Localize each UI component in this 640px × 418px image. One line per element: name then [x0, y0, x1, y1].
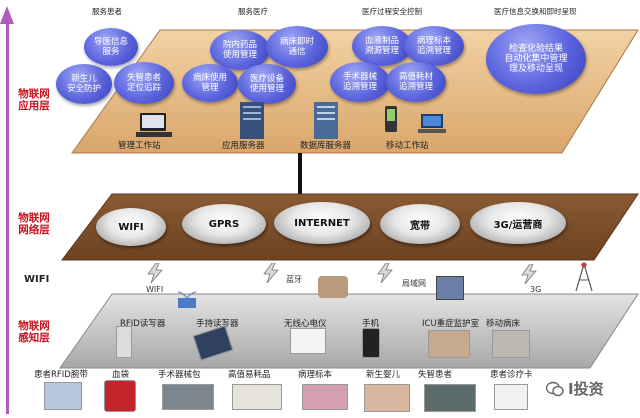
layer-label-line: 物联网	[18, 320, 50, 332]
layer-label-line: 物联网	[18, 212, 50, 224]
label-ecg: 无线心电仪	[284, 319, 327, 329]
rfid-reader-icon	[116, 326, 132, 358]
bubble-dementia-tracking: 失智患者 定位追踪	[114, 62, 174, 104]
blood-bag-photo	[104, 380, 136, 412]
watermark: I投资	[546, 378, 604, 399]
patient-card-photo	[494, 384, 528, 410]
layer-label-line: 网络层	[18, 224, 50, 236]
newborn-photo	[364, 384, 410, 412]
db-server-icon	[312, 102, 340, 144]
icu-photo	[428, 330, 470, 358]
rfid-antenna-icon	[176, 290, 198, 314]
label-management-station: 管理工作站	[118, 141, 161, 151]
surgical-kit-photo	[162, 384, 214, 410]
bubble-blood-products: 血液制品 溯源管理	[352, 26, 412, 66]
sensing-plane	[59, 293, 639, 369]
label-db-server: 数据库服务器	[300, 141, 352, 151]
wireless-label-lan: 局域网	[402, 279, 426, 288]
connector-line	[298, 153, 302, 195]
category-info-exchange: 医疗信息交换和即时呈现	[494, 7, 577, 16]
lightning-icon	[376, 262, 394, 287]
layer-label-line: 物联网	[18, 88, 50, 100]
phone-icon	[362, 328, 380, 358]
bubble-test-results: 检查化验结果 自动化集中管理 理及移动呈现	[486, 24, 586, 94]
layer-label-line: 感知层	[18, 332, 50, 344]
label-mobile-bed: 移动病床	[486, 319, 521, 329]
lightning-icon	[520, 263, 538, 288]
layer-label-application: 物联网 应用层	[14, 88, 54, 112]
bubble-guide-info: 导医信息 服务	[84, 28, 138, 66]
bubble-drug-management: 院内药品 使用管理	[210, 30, 270, 70]
label-mobile-station: 移动工作站	[386, 141, 429, 151]
label-app-server: 应用服务器	[222, 141, 265, 151]
category-patient-service: 服务患者	[92, 7, 122, 16]
watermark-text: I投资	[568, 380, 604, 398]
laptop-icon	[418, 114, 446, 140]
label-handheld-reader: 手持读写器	[196, 319, 239, 329]
bubble-surgical-instruments: 手术器械 追溯管理	[330, 62, 390, 102]
layer-label-line: 应用层	[18, 100, 50, 112]
category-safety-control: 医疗过程安全控制	[362, 7, 422, 16]
label-patient-card: 患者诊疗卡	[490, 370, 533, 380]
wifi-side-label: WIFI	[24, 274, 50, 285]
cloud-broadband: 宽带	[380, 204, 460, 244]
label-rfid-wristband: 患者RFID腕带	[34, 370, 88, 380]
vertical-arrow-line	[6, 22, 9, 414]
consumables-photo	[232, 384, 282, 410]
cloud-gprs: GPRS	[182, 204, 266, 244]
cloud-wifi: WIFI	[96, 208, 166, 246]
dementia-patient-photo	[424, 384, 476, 412]
label-surgical-kit: 手术器械包	[158, 370, 201, 380]
bubble-high-value-consumables: 高值耗材 追溯管理	[386, 62, 446, 102]
label-rfid-reader: RFID读写器	[120, 319, 166, 329]
bubble-bed-usage: 病床使用 管理	[182, 64, 238, 102]
vertical-arrow-head	[0, 6, 14, 24]
mobile-device-icon	[384, 106, 398, 138]
layer-label-network: 物联网 网络层	[14, 212, 54, 236]
antenna-tower-icon	[572, 262, 596, 296]
wireless-label-bluetooth: 蓝牙	[286, 275, 302, 284]
cloud-3g-operator: 3G/运营商	[470, 202, 566, 244]
hand-device-photo	[318, 276, 348, 298]
ecg-device-icon	[290, 328, 326, 354]
label-pathology-sample: 病理标本	[298, 370, 333, 380]
category-medical-service: 服务医疗	[238, 7, 268, 16]
bubble-pathology-tracking: 病理标本 追溯管理	[404, 26, 464, 66]
lightning-icon	[146, 262, 164, 287]
bubble-bed-communication: 病床即时 通信	[266, 26, 328, 68]
wireless-label-3g: 3G	[530, 285, 542, 294]
label-phone: 手机	[362, 319, 380, 329]
cloud-internet: INTERNET	[274, 202, 370, 244]
wireless-label-wifi: WIFI	[146, 285, 164, 294]
workstation-icon	[136, 112, 182, 142]
app-server-icon	[238, 102, 266, 144]
wristband-photo	[44, 382, 82, 410]
label-newborn: 新生婴儿	[366, 370, 401, 380]
bubble-equipment-usage: 医疗设备 使用管理	[238, 64, 296, 104]
wechat-icon	[546, 381, 564, 396]
label-high-value-items: 高值易耗品	[228, 370, 271, 380]
label-dementia-patient: 失智患者	[418, 370, 453, 380]
bubble-newborn-safety: 新生儿 安全防护	[56, 64, 112, 104]
monitor-icon	[436, 276, 464, 300]
layer-label-sensing: 物联网 感知层	[14, 320, 54, 344]
pathology-photo	[302, 384, 348, 410]
mobile-bed-photo	[492, 330, 530, 358]
label-icu: ICU重症监护室	[422, 319, 480, 329]
lightning-icon	[262, 262, 280, 287]
label-blood-bag: 血袋	[112, 370, 130, 380]
